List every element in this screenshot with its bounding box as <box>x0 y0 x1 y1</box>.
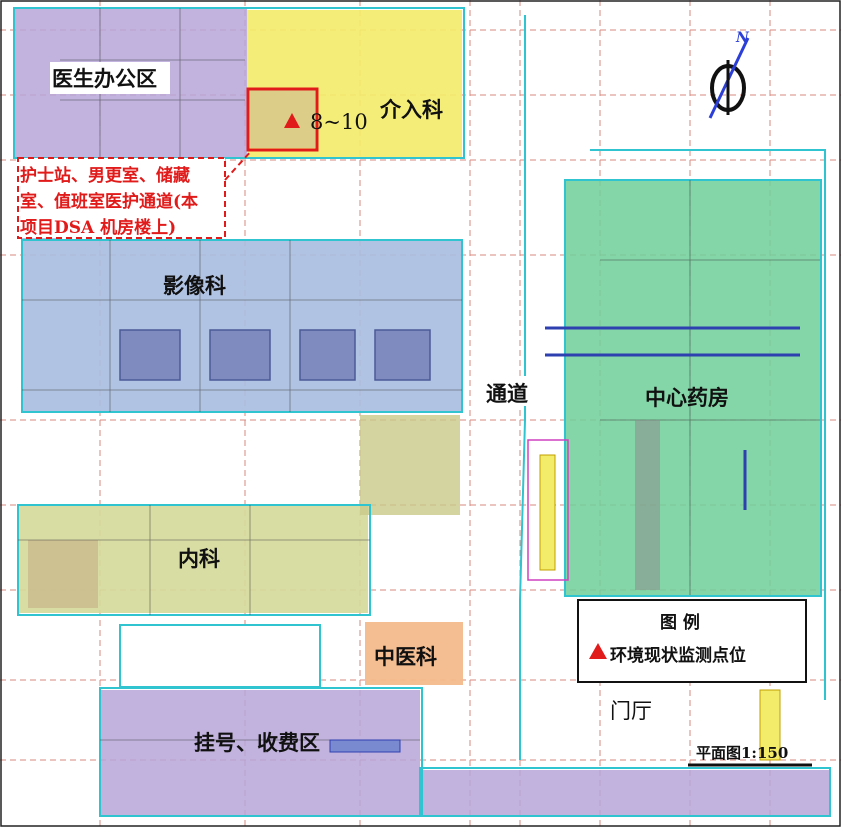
lobby-stairs <box>759 689 781 761</box>
label-registration: 挂号、收费区 <box>194 730 320 755</box>
callout-line-2: 室、值班室医护通道(本 <box>20 192 199 212</box>
label-doctor-office: 医生办公区 <box>52 66 157 91</box>
callout-leader-line <box>224 149 253 181</box>
label-corridor: 通道 <box>486 381 528 406</box>
zone-internal-medicine-north <box>360 415 460 515</box>
callout-line-3: 项目DSA 机房楼上) <box>20 218 177 238</box>
zone-internal-medicine-room <box>28 540 98 608</box>
zone-registration-south <box>420 770 830 815</box>
registration-counter <box>329 739 401 753</box>
label-internal-medicine: 内科 <box>178 546 220 571</box>
zone-imaging <box>22 240 462 412</box>
label-tcm: 中医科 <box>374 644 437 669</box>
compass-north-letter: N <box>736 30 749 46</box>
label-interventional: 介入科 <box>380 97 443 122</box>
legend-title: 图 例 <box>660 613 700 633</box>
scale-bar-label: 平面图1:150 <box>696 744 789 762</box>
label-central-pharmacy: 中心药房 <box>645 385 729 410</box>
callout-box <box>17 157 226 239</box>
callout-line-1: 护士站、男更室、储藏 <box>20 166 190 186</box>
building-walls <box>13 7 831 817</box>
corridor-ramp <box>527 439 569 581</box>
corridor-escalator <box>539 454 556 571</box>
pharmacy-shelves <box>545 326 800 510</box>
imaging-rooms <box>119 329 431 381</box>
zone-tcm <box>365 622 463 685</box>
label-imaging: 影像科 <box>163 273 226 298</box>
legend-item-label: 环境现状监测点位 <box>610 646 746 666</box>
monitor-triangle-marker <box>284 113 300 128</box>
north-compass <box>708 37 750 119</box>
dsa-room-hatch <box>250 90 315 148</box>
monitor-point-label: 8~10 <box>310 110 368 134</box>
pharmacy-storage-rack <box>635 420 660 590</box>
legend-triangle-icon <box>589 643 607 659</box>
room-partitions <box>18 8 820 741</box>
zone-central-pharmacy <box>565 180 820 595</box>
monitor-point-box <box>246 87 319 152</box>
legend-box <box>577 599 807 683</box>
label-lobby: 门厅 <box>610 699 652 723</box>
open-court <box>119 624 321 688</box>
